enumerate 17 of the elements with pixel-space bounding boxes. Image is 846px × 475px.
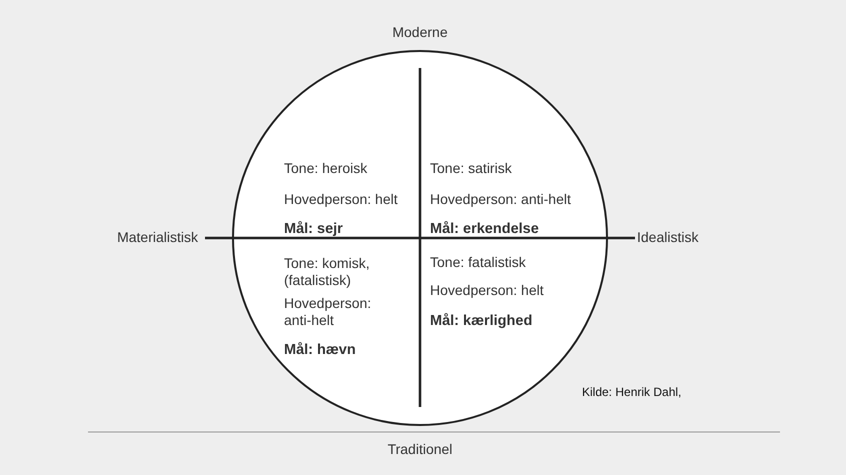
goal-label: Mål: sejr bbox=[284, 221, 344, 238]
goal-label: Mål: kærlighed bbox=[430, 313, 534, 330]
source-note: Kilde: Henrik Dahl, bbox=[582, 384, 682, 401]
axis-label: Idealistisk bbox=[637, 229, 700, 246]
goal-label: Mål: hævn bbox=[284, 342, 357, 359]
tone-label: Tone: komisk, (fatalistisk) bbox=[284, 255, 371, 289]
axis-label: Moderne bbox=[391, 24, 449, 41]
hero-label: Hovedperson: anti-helt bbox=[430, 191, 572, 208]
goal-label: Mål: erkendelse bbox=[430, 221, 540, 238]
axis-label: Traditionel bbox=[386, 441, 454, 458]
hero-label: Hovedperson: anti-helt bbox=[284, 295, 372, 329]
tone-label: Tone: fatalistisk bbox=[430, 254, 527, 271]
tone-label: Tone: satirisk bbox=[430, 160, 513, 177]
hero-label: Hovedperson: helt bbox=[430, 282, 545, 299]
hero-label: Hovedperson: helt bbox=[284, 191, 399, 208]
tone-label: Tone: heroisk bbox=[284, 160, 368, 177]
axis-label: Materialistisk bbox=[116, 229, 198, 246]
